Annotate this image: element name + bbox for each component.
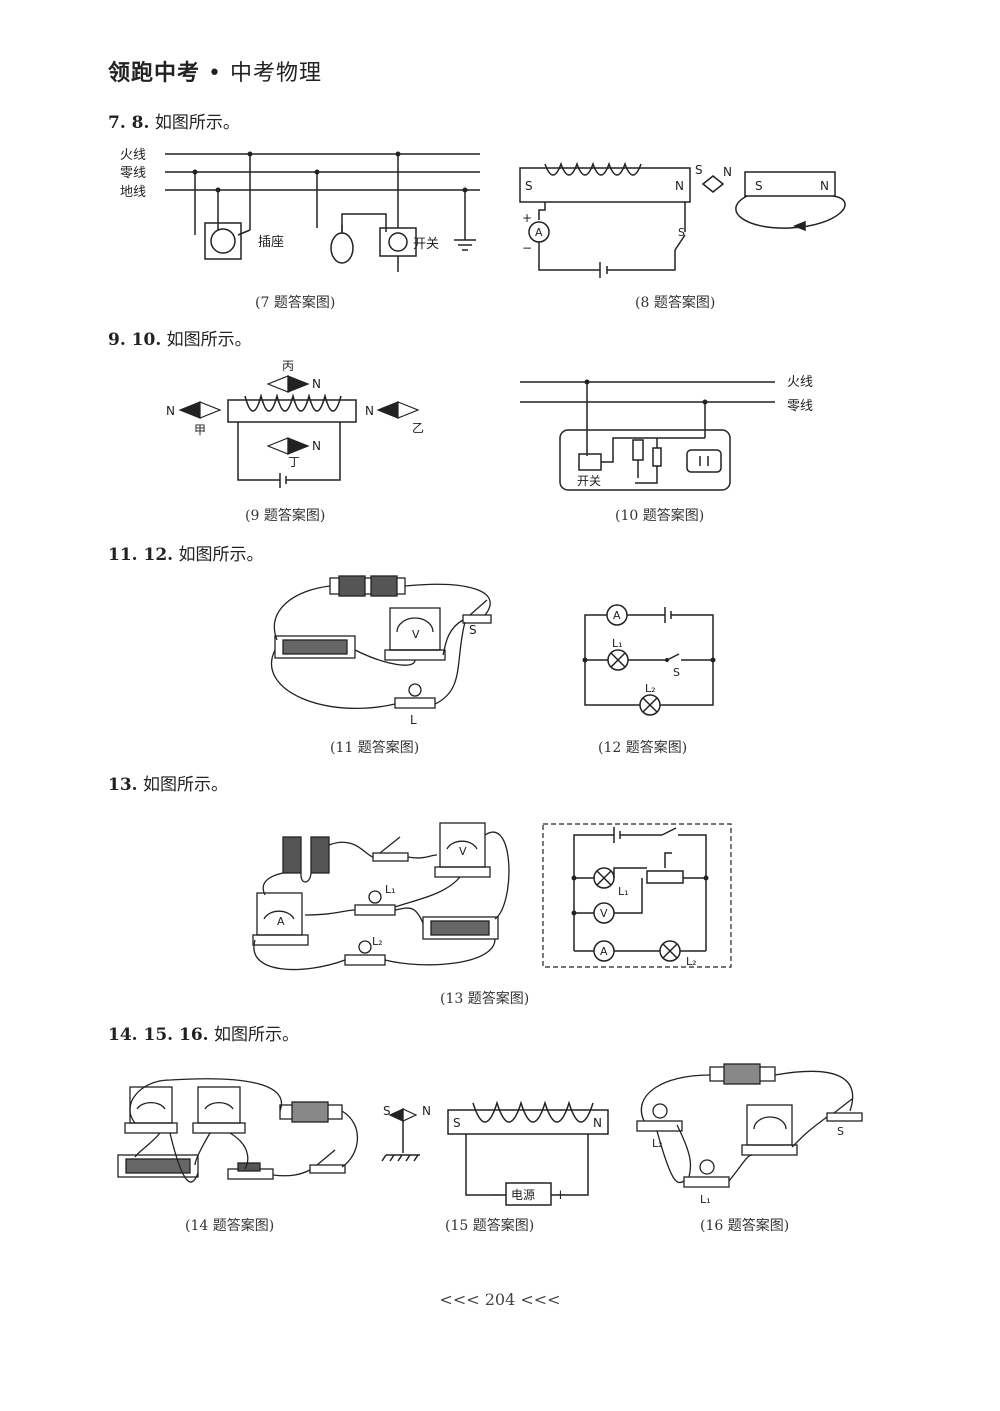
figure-14-physical-circuit [117, 1078, 359, 1183]
svg-text:S: S [695, 163, 703, 177]
caption-fig8: (8 题答案图) [635, 295, 716, 311]
svg-text:L₁: L₁ [700, 1193, 711, 1206]
ground-wire-label: 地线 [120, 185, 146, 200]
header-dot: • [208, 61, 222, 86]
figure-10-household-circuit: 火线 零线 开关 [520, 375, 813, 491]
caption-fig9: (9 题答案图) [245, 508, 326, 524]
figure-15-electromagnet: S N S N 电源 − + [381, 1100, 609, 1206]
svg-text:L₂: L₂ [652, 1137, 663, 1150]
svg-text:N: N [593, 1116, 602, 1130]
svg-text:N: N [312, 439, 321, 453]
svg-text:L₂: L₂ [686, 955, 697, 968]
page-number: <<< 204 <<< [439, 1290, 561, 1309]
svg-text:N: N [365, 404, 374, 418]
svg-text:N: N [422, 1104, 431, 1118]
svg-text:N: N [312, 377, 321, 391]
question-heading-7-8: 7. 8. 如图所示。 [108, 113, 240, 133]
caption-fig13: (13 题答案图) [440, 991, 530, 1007]
figure-11-physical-circuit: V S L [271, 575, 492, 727]
svg-text:+: + [555, 1188, 566, 1203]
svg-text:−: − [491, 1188, 502, 1203]
svg-text:L₁: L₁ [385, 883, 396, 896]
svg-text:丁: 丁 [288, 455, 300, 469]
figure-12-circuit-diagram: A L₁ S L₂ [582, 604, 716, 716]
socket-label: 插座 [258, 235, 284, 250]
subject-title: 中考物理 [230, 61, 323, 86]
figure-16-physical-circuit: L₂ L₁ S [636, 1063, 863, 1206]
question-heading-11-12: 11. 12. 如图所示。 [108, 545, 264, 565]
svg-text:S: S [469, 623, 477, 637]
svg-text:+: + [522, 211, 532, 225]
svg-text:S: S [755, 179, 763, 193]
caption-fig12: (12 题答案图) [598, 740, 688, 756]
svg-text:A: A [613, 609, 621, 622]
caption-fig10: (10 题答案图) [615, 508, 705, 524]
svg-text:L₂: L₂ [372, 935, 383, 948]
caption-fig16: (16 题答案图) [700, 1218, 790, 1234]
svg-text:L₁: L₁ [618, 885, 629, 898]
svg-text:S: S [678, 226, 685, 239]
svg-text:开关: 开关 [577, 474, 601, 488]
svg-text:丙: 丙 [282, 359, 294, 373]
svg-text:S: S [383, 1104, 391, 1118]
svg-text:A: A [277, 915, 285, 928]
page-header: 领跑中考 • 中考物理 [108, 55, 322, 87]
caption-fig7: (7 题答案图) [255, 295, 336, 311]
svg-text:V: V [600, 907, 608, 920]
caption-fig11: (11 题答案图) [330, 740, 420, 756]
figure-9-compass-needles: 丙 N N 甲 N 乙 N 丁 [166, 359, 424, 488]
figure-13-circuit-diagram: L₁ V A L₂ [542, 823, 732, 968]
figure-8-electromagnet: S N S N S N + − A S [519, 161, 846, 278]
figure-7-wiring-diagram: 火线 零线 地线 插座 开关 [120, 148, 480, 272]
svg-text:−: − [522, 241, 532, 255]
neutral-wire-label: 零线 [120, 166, 146, 181]
svg-text:火线: 火线 [787, 375, 813, 390]
svg-text:N: N [723, 165, 732, 179]
svg-text:L₂: L₂ [645, 682, 656, 695]
svg-text:S: S [837, 1125, 844, 1138]
svg-text:V: V [459, 845, 467, 858]
svg-text:S: S [525, 179, 533, 193]
caption-fig14: (14 题答案图) [185, 1218, 275, 1234]
svg-text:L₁: L₁ [612, 637, 623, 650]
svg-text:S: S [673, 666, 680, 679]
power-source-label: 电源 [511, 1188, 535, 1202]
figure-13-physical-circuit: V A L₁ L₂ [252, 822, 510, 971]
svg-text:S: S [453, 1116, 461, 1130]
question-heading-14-16: 14. 15. 16. 如图所示。 [108, 1025, 299, 1045]
svg-text:乙: 乙 [412, 421, 424, 435]
caption-fig15: (15 题答案图) [445, 1218, 535, 1234]
svg-text:N: N [166, 404, 175, 418]
switch-label: 开关 [413, 237, 439, 252]
svg-text:零线: 零线 [787, 399, 813, 414]
question-heading-13: 13. 如图所示。 [108, 775, 228, 795]
book-title: 领跑中考 [108, 60, 201, 86]
svg-text:V: V [412, 628, 420, 641]
svg-text:N: N [820, 179, 829, 193]
svg-text:A: A [600, 945, 608, 958]
question-heading-9-10: 9. 10. 如图所示。 [108, 330, 252, 350]
live-wire-label: 火线 [120, 148, 146, 163]
svg-text:N: N [675, 179, 684, 193]
svg-text:甲: 甲 [194, 423, 206, 437]
svg-text:L: L [410, 713, 417, 727]
ammeter-icon: A [535, 226, 543, 239]
